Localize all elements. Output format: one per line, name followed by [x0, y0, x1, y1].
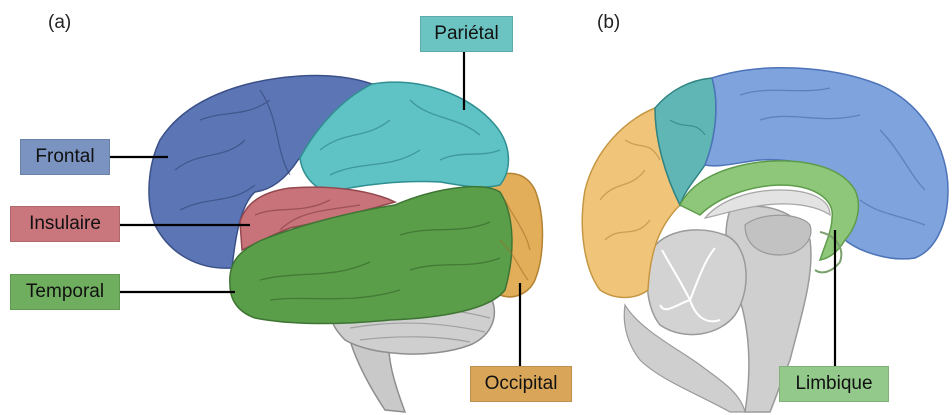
frontal-label: Frontal — [20, 139, 110, 175]
panel-b-letter: (b) — [597, 12, 620, 34]
limbique-label: Limbique — [779, 366, 889, 402]
medial-brain — [582, 68, 948, 412]
parietal-label: Pariétal — [420, 16, 513, 52]
temporal-label: Temporal — [10, 274, 120, 310]
lateral-brain — [110, 52, 543, 412]
panel-a-letter: (a) — [48, 12, 71, 34]
insulaire-label: Insulaire — [10, 206, 120, 242]
occipital-label: Occipital — [470, 366, 572, 402]
